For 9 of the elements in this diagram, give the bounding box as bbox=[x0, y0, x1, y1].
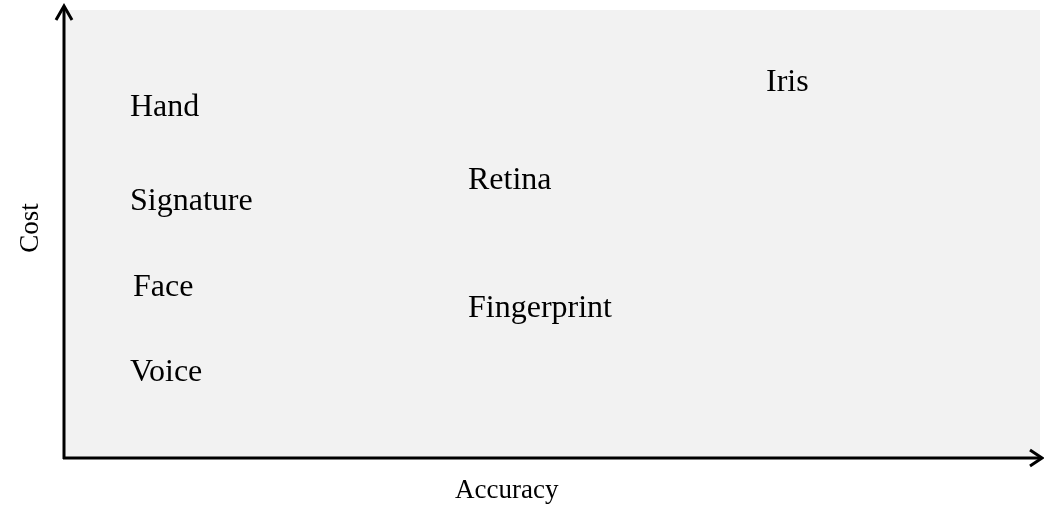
item-label: Hand bbox=[130, 87, 200, 124]
item-label: Voice bbox=[130, 352, 203, 389]
item-label: Accuracy bbox=[455, 474, 559, 506]
axis-title: Cost bbox=[14, 203, 46, 253]
item-label: Iris bbox=[766, 62, 809, 99]
item-label: Signature bbox=[130, 181, 253, 218]
item-label: Fingerprint bbox=[468, 288, 612, 325]
item-label: Face bbox=[133, 267, 194, 304]
item-label: Retina bbox=[468, 160, 552, 197]
